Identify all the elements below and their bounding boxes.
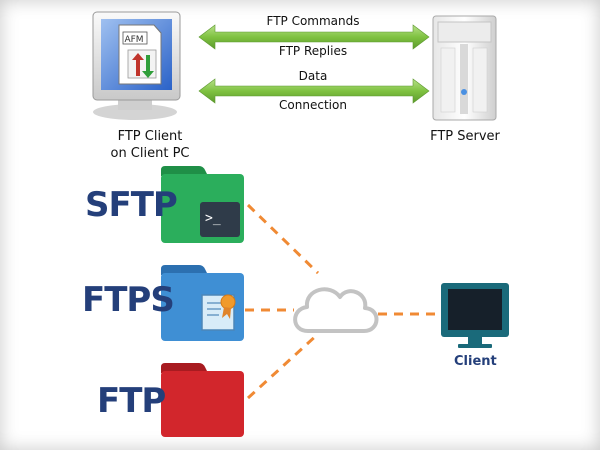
ftp-commands-label: FTP Commands [266,14,360,28]
ftp-client-label-line1: FTP Client [117,129,183,144]
ftp-label: FTP [97,381,166,421]
ftp-client-label: FTP Client on Client PC [75,128,225,162]
terminal-icon [200,202,240,237]
client-app-text: AFM [124,35,143,45]
certificate-icon [201,294,236,331]
ftp-connection-line [246,332,320,400]
ftp-client-label-line2: on Client PC [110,146,190,161]
ftp-server-label: FTP Server [430,129,500,144]
data-connection-arrow [198,78,430,104]
terminal-prompt-text: >_ [205,211,221,226]
client-monitor-icon [441,283,509,348]
connection-lines [245,203,440,400]
commands-replies-arrow [198,24,430,50]
cloud-icon [293,287,379,333]
client-computer-icon [92,11,181,120]
sftp-label: SFTP [85,185,178,225]
client-label: Client [454,354,497,369]
data-label: Data [298,69,328,83]
connection-label: Connection [279,98,347,112]
sftp-connection-line [246,203,320,275]
ftp-replies-label: FTP Replies [278,44,348,58]
ftp-folder-icon [161,363,244,437]
ftps-label: FTPS [82,280,175,320]
server-tower-icon [432,15,497,121]
